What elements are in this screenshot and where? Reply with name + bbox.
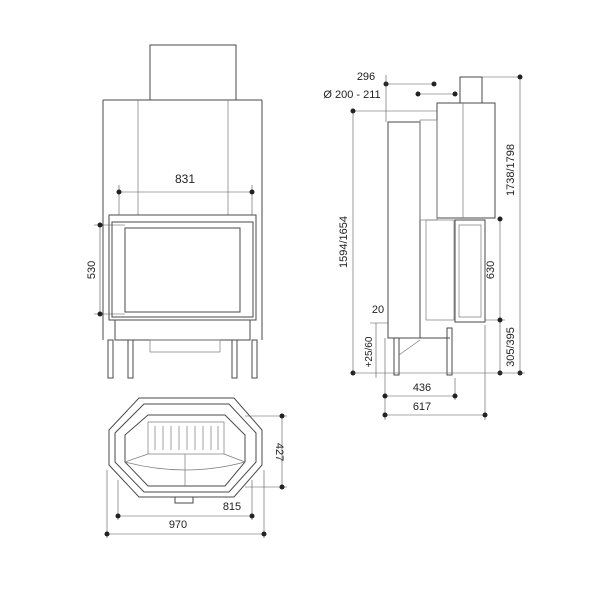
dim-plan-total-width: 970 [169,519,187,531]
dim-front-width: 831 [175,172,195,186]
dim-depth-inner: 436 [413,382,431,394]
dim-depth-total: 617 [413,401,431,413]
side-flue-collar [459,76,483,104]
side-leg-front [393,337,400,376]
front-legs [107,339,258,379]
plan-handle [174,496,194,504]
front-door-frame [108,214,257,321]
side-door [454,219,486,323]
side-leg-rear [446,327,453,376]
front-glass [124,227,241,313]
dim-flue-offset: 296 [357,71,375,83]
front-view: 831 530 [86,44,263,379]
dim-total-height: 1738/1798 [505,144,517,196]
dim-leg-adjust: +25/60 [364,336,375,367]
dim-flue-diameter: Ø 200 - 211 [323,89,380,101]
side-hood [436,102,496,219]
side-body [387,121,421,339]
dim-glass-height: 530 [86,261,98,279]
dim-height-to-flue: 1594/1654 [338,216,350,268]
side-view: 296 Ø 200 - 211 1594/1654 1738/1798 630 … [323,71,525,420]
plan-outline [108,397,263,498]
dim-plan-depth: 427 [273,443,285,461]
plan-grate-slots [154,426,219,450]
plan-grate [147,421,225,455]
dim-gap: 20 [372,304,384,316]
dim-plan-inner-width: 815 [223,501,241,513]
dim-base-height: 305/395 [505,327,517,367]
front-chimney-collar [149,44,237,101]
plan-view: 427 815 970 [104,397,287,538]
front-plinth [114,319,251,341]
dim-door-height: 630 [485,261,497,279]
